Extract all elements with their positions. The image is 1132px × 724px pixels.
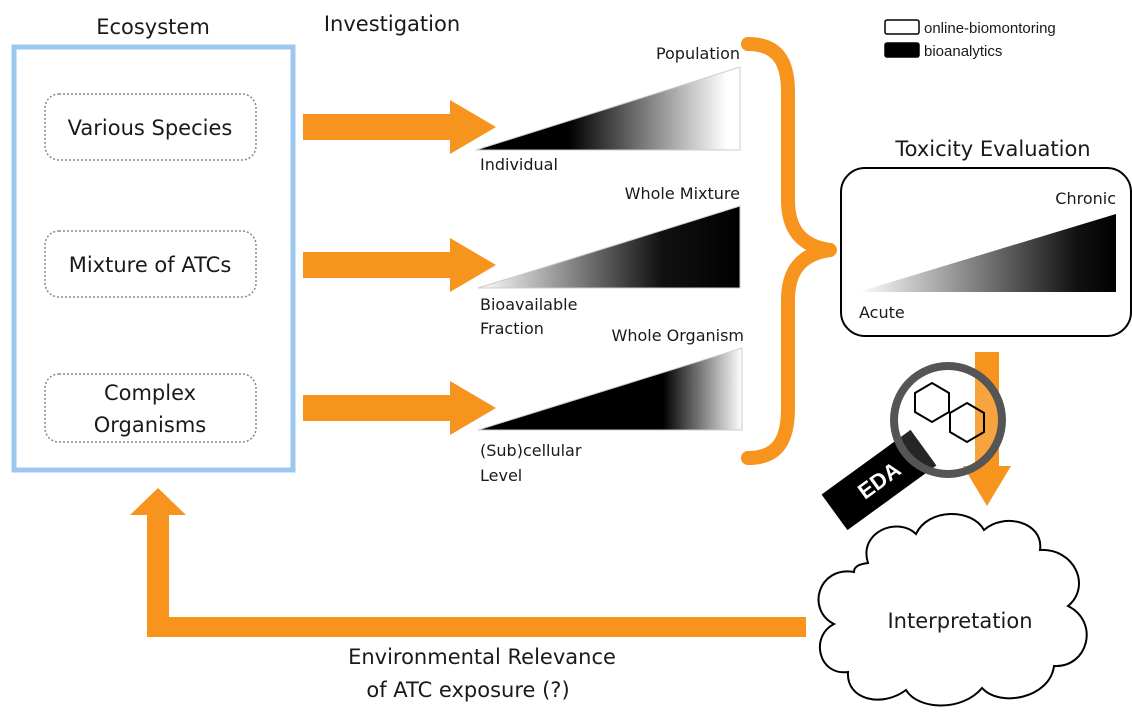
heading-ecosystem: Ecosystem bbox=[96, 15, 210, 39]
heading-toxicity: Toxicity Evaluation bbox=[894, 137, 1090, 161]
wedge-top-label: Whole Mixture bbox=[625, 184, 740, 203]
bottom-label-line2: of ATC exposure (?) bbox=[366, 678, 569, 702]
legend-label-online: online-biomontoring bbox=[924, 20, 1056, 37]
ecosystem-box-complex-organisms: Complex Organisms bbox=[44, 373, 257, 443]
ecosystem-box-label: Various Species bbox=[68, 116, 233, 140]
toxicity-low-label: Acute bbox=[859, 303, 905, 322]
ecosystem-box-label-line1: Complex bbox=[104, 381, 196, 405]
hexagon-icon bbox=[914, 381, 950, 424]
wedge-bottom-label-line1: (Sub)cellular bbox=[480, 441, 582, 460]
curly-brace bbox=[741, 37, 837, 465]
toxicity-wedge bbox=[858, 214, 1116, 292]
arrow-right-2 bbox=[303, 238, 496, 292]
arrow-right-1 bbox=[303, 100, 496, 154]
ecosystem-box-mixture-atcs: Mixture of ATCs bbox=[44, 230, 257, 298]
wedge-whole-mixture bbox=[477, 205, 741, 289]
arrow-right-3 bbox=[303, 381, 496, 435]
ecosystem-box-label: Mixture of ATCs bbox=[69, 253, 232, 277]
ecosystem-box-various-species: Various Species bbox=[44, 93, 257, 161]
legend-swatch-bioanalytics bbox=[884, 42, 920, 58]
wedge-bottom-label-line2: Fraction bbox=[480, 319, 544, 338]
investigation-arrows bbox=[303, 100, 496, 435]
wedge-bottom-label-line1: Bioavailable bbox=[480, 295, 577, 314]
wedge-population bbox=[475, 66, 741, 151]
arrow-return bbox=[130, 488, 806, 637]
heading-investigation: Investigation bbox=[324, 12, 460, 36]
ecosystem-container bbox=[11, 44, 296, 473]
magnifier-ring bbox=[890, 362, 1006, 478]
wedge-bottom-label-line2: Level bbox=[480, 466, 522, 485]
ecosystem-box-label-line2: Organisms bbox=[94, 413, 206, 437]
legend: online-biomontoring bioanalytics bbox=[884, 19, 1056, 60]
wedge-top-label: Whole Organism bbox=[612, 326, 744, 345]
wedge-top-label: Population bbox=[656, 44, 740, 63]
toxicity-high-label: Chronic bbox=[1055, 189, 1116, 208]
toxicity-box bbox=[840, 167, 1132, 337]
wedge-bottom-label: Individual bbox=[480, 155, 558, 174]
hexagon-icon bbox=[949, 401, 985, 444]
bottom-label-line1: Environmental Relevance bbox=[348, 645, 616, 669]
interpretation-cloud bbox=[817, 513, 1088, 707]
wedge-whole-organism bbox=[477, 347, 743, 431]
legend-label-bioanalytics: bioanalytics bbox=[924, 43, 1002, 60]
interpretation-label: Interpretation bbox=[887, 609, 1032, 633]
magnifier: EDA bbox=[821, 362, 1006, 531]
legend-swatch-online bbox=[884, 19, 920, 35]
